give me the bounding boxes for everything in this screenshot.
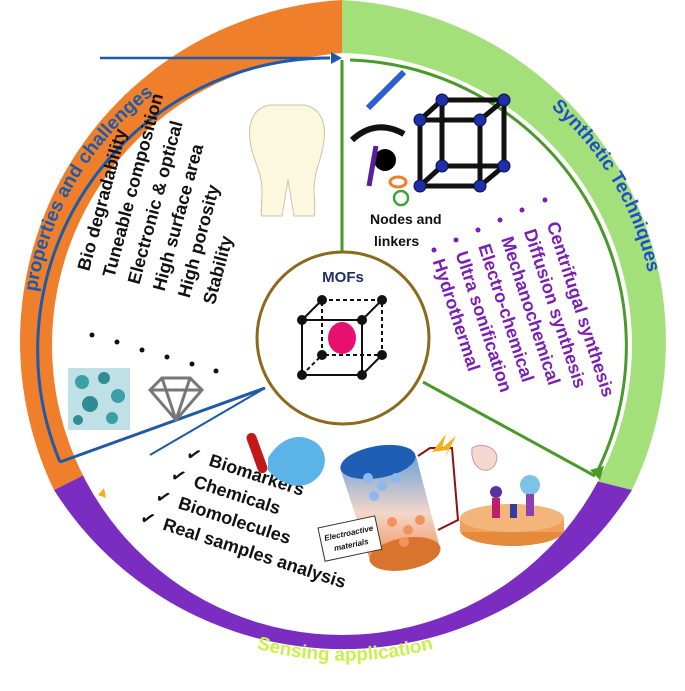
sensing-check-4: ✓ — [138, 507, 159, 531]
electroactive-label-box: Electroactive materials — [317, 515, 383, 562]
linker-rod-icon — [365, 69, 407, 111]
synthetic-bullets — [431, 197, 548, 253]
center-title: MOFs — [322, 269, 364, 286]
ring-arrow-icon — [98, 488, 106, 498]
nodes-label: Nodes and — [370, 211, 442, 227]
spoke-left — [59, 386, 266, 464]
linkers-label: linkers — [374, 233, 419, 249]
lightning-icon — [432, 434, 456, 460]
porous-cube-icon — [68, 368, 130, 430]
node-ball-icon — [374, 149, 396, 171]
biosensor-icon — [460, 444, 564, 546]
ring-segment-sensing — [54, 466, 632, 650]
ring-segment-synthetic — [342, 0, 666, 490]
linker-bent-icon — [366, 145, 379, 187]
properties-border — [36, 56, 331, 463]
center-guest-molecule — [328, 322, 356, 354]
properties-bullets — [89, 332, 219, 374]
spoke-sensing — [149, 387, 266, 456]
center-mof-nodes — [297, 295, 387, 380]
ring-segment-properties — [20, 0, 343, 490]
properties-arrowhead — [331, 52, 342, 64]
outer-ring — [20, 0, 666, 650]
diamond-icon — [147, 376, 205, 423]
mof-cube-nodes-icon — [413, 93, 511, 193]
sensing-check-3: ✓ — [153, 485, 174, 509]
linker-ring-icon — [388, 175, 408, 189]
body-silhouette-icon — [249, 104, 325, 217]
test-tube-icon — [246, 432, 325, 486]
sensing-check-1: ✓ — [184, 443, 205, 467]
synthetic-list: Centrifugal synthesis Diffusion synthesi… — [429, 219, 619, 399]
sensing-check-2: ✓ — [168, 464, 189, 488]
linker-arc-icon — [349, 124, 406, 143]
linker-disc-icon — [392, 189, 410, 207]
synthetic-arrowhead — [590, 466, 604, 480]
spoke-right — [422, 380, 596, 478]
synthetic-border — [349, 58, 628, 471]
